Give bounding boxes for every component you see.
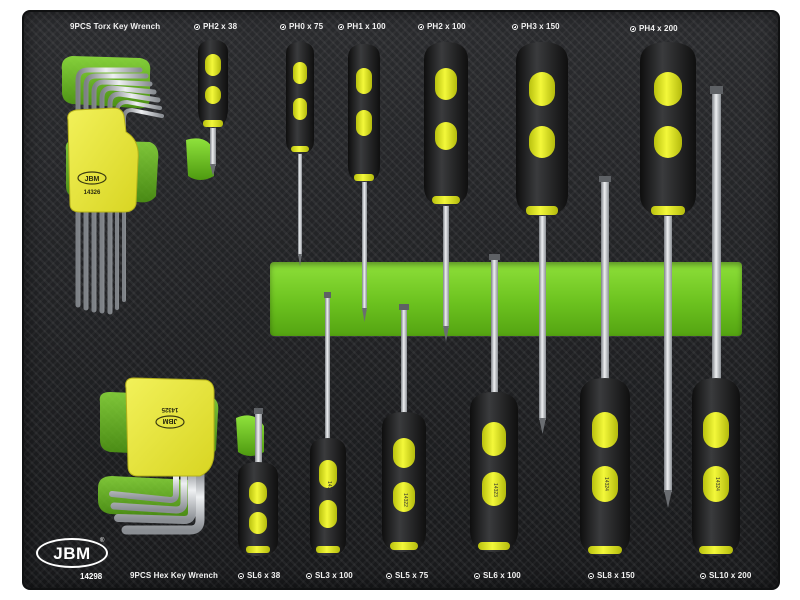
phillips-icon [418,24,424,30]
hex-holder-brand: JBM [162,417,177,424]
handle-code-sl6x100: 14323 [492,483,498,497]
label-sl10x200: SL10 x 200 [700,571,751,580]
screwdriver-ph0x75 [286,42,314,266]
label-ph2x38: PH2 x 38 [194,22,237,31]
torx-holder-brand: JBM [85,176,100,183]
phillips-icon [630,26,636,32]
label-sl6x38: SL6 x 38 [238,571,280,580]
label-ph0x75: PH0 x 75 [280,22,323,31]
slotted-icon [306,573,312,579]
slotted-icon [700,573,706,579]
handle-code-sl8x150: 14324 [603,477,609,491]
label-ph3x150: PH3 x 150 [512,22,560,31]
registered-mark: ® [100,538,105,544]
phillips-icon [512,24,518,30]
screwdriver-holder-bar [270,262,742,336]
slotted-icon [238,573,244,579]
label-sl3x100: SL3 x 100 [306,571,353,580]
slotted-icon [386,573,392,579]
torx-set-label: 9PCS Torx Key Wrench [70,22,161,31]
phillips-icon [338,24,344,30]
slotted-icon [474,573,480,579]
screwdriver-ph1x100 [348,44,380,322]
screwdriver-sl10x200: 14324 [692,86,740,556]
product-code: 14298 [80,572,103,581]
brand-logo: JBM [36,538,108,568]
handle-code-sl10x200: 14324 [714,477,720,491]
slotted-icon [588,573,594,579]
screwdriver-sl5x75: 14322 [382,304,426,552]
screwdriver-sl8x150: 14324 [580,176,630,556]
screwdriver-ph4x200 [640,42,696,508]
label-sl5x75: SL5 x 75 [386,571,428,580]
hex-set-label: 9PCS Hex Key Wrench [130,571,219,580]
torx-key-set: JBM 14326 [67,67,164,315]
phillips-icon [280,24,286,30]
handle-code-sl3x100: 14320 [326,481,332,495]
label-ph1x100: PH1 x 100 [338,22,386,31]
label-sl8x150: SL8 x 150 [588,571,635,580]
screwdriver-ph2x38 [198,40,228,176]
screwdriver-sl6x38 [238,408,278,556]
label-sl6x100: SL6 x 100 [474,571,521,580]
torx-holder-code: 14326 [84,190,101,196]
hex-holder-code: 14325 [161,406,178,412]
screwdriver-sl6x100: 14323 [470,254,518,552]
label-ph4x200: PH4 x 200 [630,24,678,33]
handle-code-sl5x75: 14322 [402,493,408,507]
phillips-icon [194,24,200,30]
label-ph2x100: PH2 x 100 [418,22,466,31]
screwdriver-ph3x150 [516,42,568,434]
screwdriver-sl3x100: 14320 [310,292,346,556]
screwdriver-ph2x100 [424,42,468,342]
hex-key-set: JBM 14325 [109,287,215,535]
